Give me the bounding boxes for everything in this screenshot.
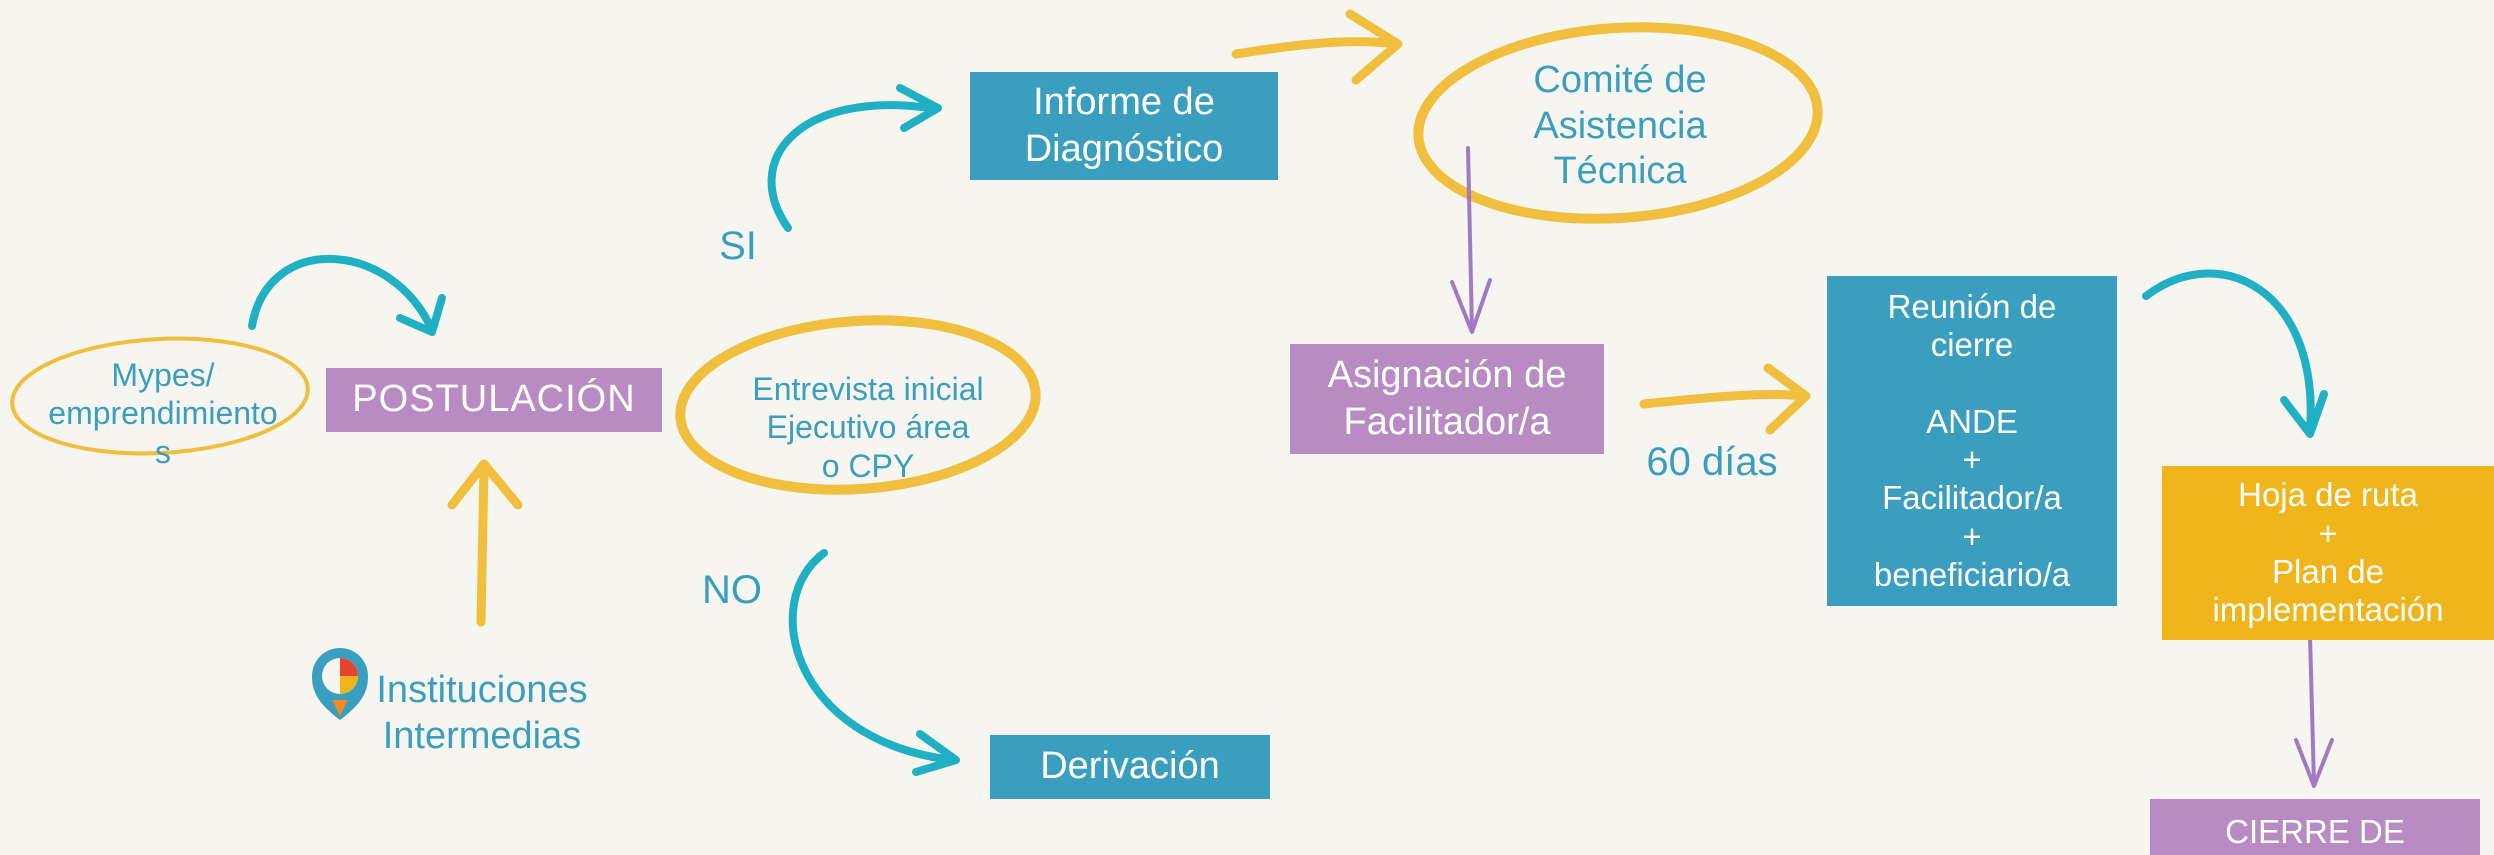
postulacion-node: POSTULACIÓN — [326, 368, 662, 432]
reunion-node: Reunión de cierre ANDE + Facilitador/a +… — [1827, 276, 2117, 606]
mypes-ellipse — [10, 336, 310, 456]
hoja-node: Hoja de ruta + Plan de implementación — [2162, 466, 2494, 640]
derivacion-node: Derivación — [990, 735, 1270, 799]
asignacion-node: Asignación de Facilitador/a — [1290, 344, 1604, 454]
arrowhead-mypes-postulacion — [396, 294, 446, 336]
no-label: NO — [702, 568, 762, 612]
arrow-instituciones-postulacion — [476, 463, 489, 627]
instituciones-node: Instituciones Intermedias — [376, 669, 588, 757]
arrowhead-reunion-hoja — [2280, 390, 2328, 438]
arrow-si-informe — [767, 101, 934, 232]
comite-ellipse — [1413, 22, 1823, 224]
entrevista-ellipse — [675, 315, 1041, 495]
dias-label: 60 días — [1646, 440, 1778, 484]
arrowhead-asignacion-reunion — [1763, 363, 1811, 435]
arrowhead-hoja-cierre — [2294, 738, 2334, 788]
cierre-node: CIERRE DE — [2150, 799, 2480, 855]
arrow-mypes-postulacion — [248, 255, 436, 334]
mypes-node: Mypes/ emprendimiento s — [48, 357, 278, 470]
arrowhead-comite-asignacion — [1450, 278, 1492, 334]
arrow-comite-asignacion — [1466, 146, 1474, 332]
arrowhead-si-informe — [896, 84, 942, 132]
arrowhead-no-derivacion — [912, 730, 960, 776]
comite-node: Comité de Asistencia Técnica — [1533, 59, 1707, 193]
arrow-hoja-cierre — [2308, 634, 2316, 786]
arrow-no-derivacion — [788, 549, 956, 764]
arrow-informe-comite — [1231, 37, 1401, 59]
arrowhead-instituciones-postulacion — [447, 459, 523, 510]
location-pin-logo-icon — [312, 648, 368, 720]
informe-node: Informe de Diagnóstico — [970, 72, 1278, 180]
entrevista-node: Entrevista inicial Ejecutivo área o CPY — [752, 371, 984, 484]
arrow-asignacion-reunion — [1639, 389, 1807, 409]
si-label: SI — [719, 224, 757, 268]
arrow-reunion-hoja — [2142, 269, 2315, 434]
arrowhead-informe-comite — [1345, 9, 1403, 85]
